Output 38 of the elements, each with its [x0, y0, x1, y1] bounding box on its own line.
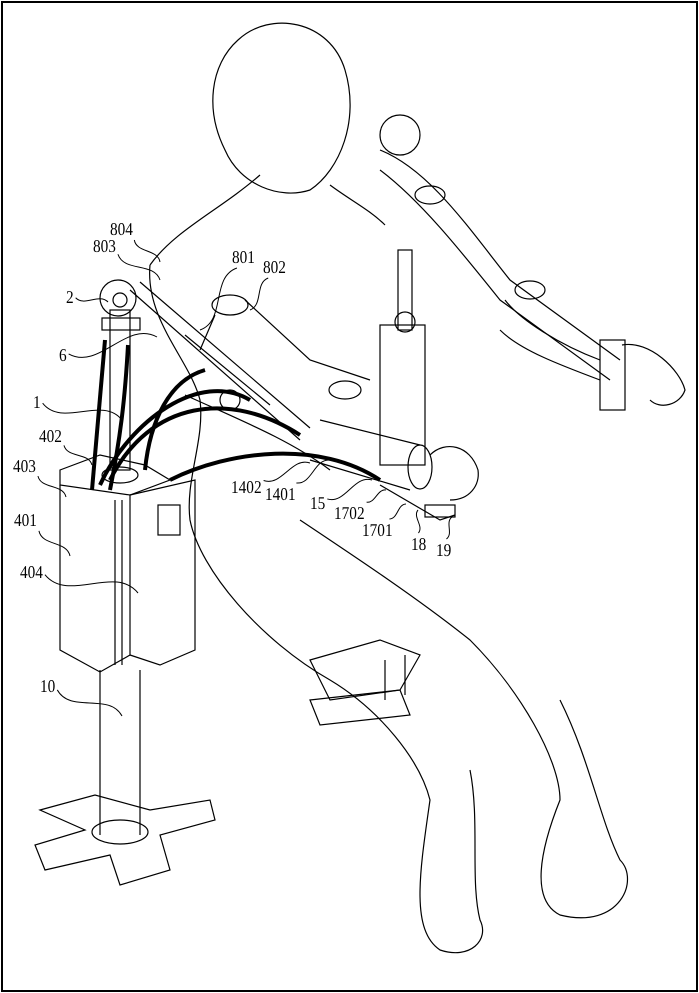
callout-number: 2	[66, 288, 74, 306]
leader-line	[63, 444, 92, 466]
leader-line	[75, 297, 108, 302]
leader-line	[200, 268, 238, 330]
leader-line	[416, 510, 420, 534]
leader-line	[134, 240, 160, 262]
callout-number: 402	[39, 427, 62, 445]
callout-number: 1702	[334, 504, 365, 522]
leader-line	[117, 254, 160, 280]
callout-number: 801	[232, 248, 255, 266]
leader-line	[296, 460, 330, 484]
callout-number: 1402	[231, 478, 262, 496]
callout-number: 18	[411, 535, 426, 553]
leader-line	[446, 516, 452, 540]
callout-number: 803	[93, 237, 116, 255]
leader-line	[263, 462, 310, 482]
leader-line	[366, 490, 386, 503]
leader-line	[37, 476, 66, 498]
leader-line	[250, 278, 269, 310]
callout-number: 403	[13, 457, 36, 475]
callout-number: 15	[310, 494, 326, 512]
leader-line	[44, 574, 138, 594]
callout-number: 1	[33, 393, 41, 411]
callout-number: 19	[436, 541, 452, 559]
callout-number: 802	[263, 258, 286, 276]
callout-number: 404	[20, 563, 43, 581]
leader-line	[68, 333, 158, 358]
leader-line	[388, 504, 406, 520]
leader-line	[326, 478, 372, 500]
callout-number: 1701	[362, 521, 393, 539]
leader-line	[42, 402, 122, 420]
callout-number: 1401	[265, 485, 296, 503]
leader-line	[56, 689, 122, 716]
callout-number: 804	[110, 220, 133, 238]
callout-number: 401	[14, 511, 37, 529]
callout-number: 10	[40, 677, 56, 695]
leader-line	[38, 530, 70, 556]
callout-number: 6	[59, 346, 67, 364]
